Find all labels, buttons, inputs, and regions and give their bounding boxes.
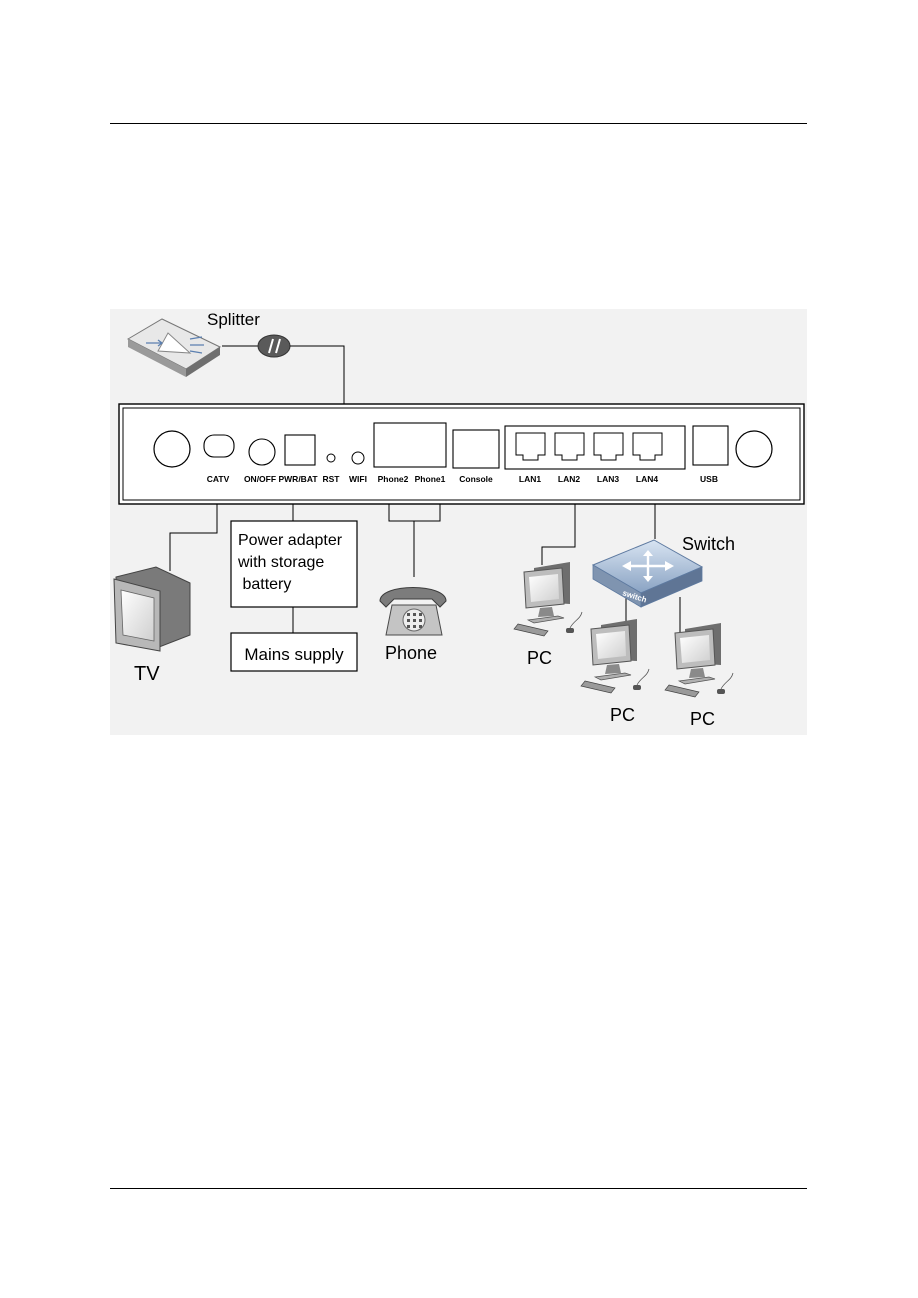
header-rule (110, 123, 807, 124)
port-label-lan1: LAN1 (519, 474, 541, 484)
pc-label-1: PC (527, 648, 552, 668)
device-rear-panel: CATV ON/OFF PWR/BAT RST WIFI Phone2 Phon… (119, 404, 804, 504)
port-label-lan3: LAN3 (597, 474, 619, 484)
usb-port (693, 426, 728, 465)
pc-label-2: PC (610, 705, 635, 725)
port-label-pwr-bat: PWR/BAT (278, 474, 318, 484)
port-label-catv: CATV (207, 474, 230, 484)
pwr-bat-port (285, 435, 315, 465)
port-label-rst: RST (323, 474, 341, 484)
splitter-label: Splitter (207, 310, 260, 329)
port-label-usb: USB (700, 474, 718, 484)
port-label-phone2: Phone2 (378, 474, 409, 484)
switch-label: Switch (682, 534, 735, 554)
power-adapter-line-3: battery (238, 576, 291, 593)
catv-port (204, 435, 234, 457)
wifi-button (352, 452, 364, 464)
port-label-console: Console (459, 474, 493, 484)
antenna-right (736, 431, 772, 467)
tv-icon (114, 567, 190, 651)
port-label-lan2: LAN2 (558, 474, 580, 484)
power-adapter-line-2: with storage (237, 554, 324, 571)
connector-icon (258, 335, 290, 357)
tv-label: TV (134, 663, 160, 685)
port-label-lan4: LAN4 (636, 474, 658, 484)
phone-ports (374, 423, 446, 467)
pc-label-3: PC (690, 709, 715, 729)
phone-label: Phone (385, 643, 437, 663)
footer-rule (110, 1188, 807, 1189)
console-port (453, 430, 499, 468)
on-off-switch (249, 439, 275, 465)
port-label-on-off: ON/OFF (244, 474, 276, 484)
rst-button (327, 454, 335, 462)
network-connection-diagram: Splitter CATV ON/OFF PWR/BAT RST WIFI P (110, 309, 807, 735)
port-label-wifi: WIFI (349, 474, 367, 484)
power-adapter-line-1: Power adapter (238, 532, 343, 549)
port-label-phone1: Phone1 (415, 474, 446, 484)
mains-supply-label: Mains supply (244, 645, 344, 664)
antenna-left (154, 431, 190, 467)
